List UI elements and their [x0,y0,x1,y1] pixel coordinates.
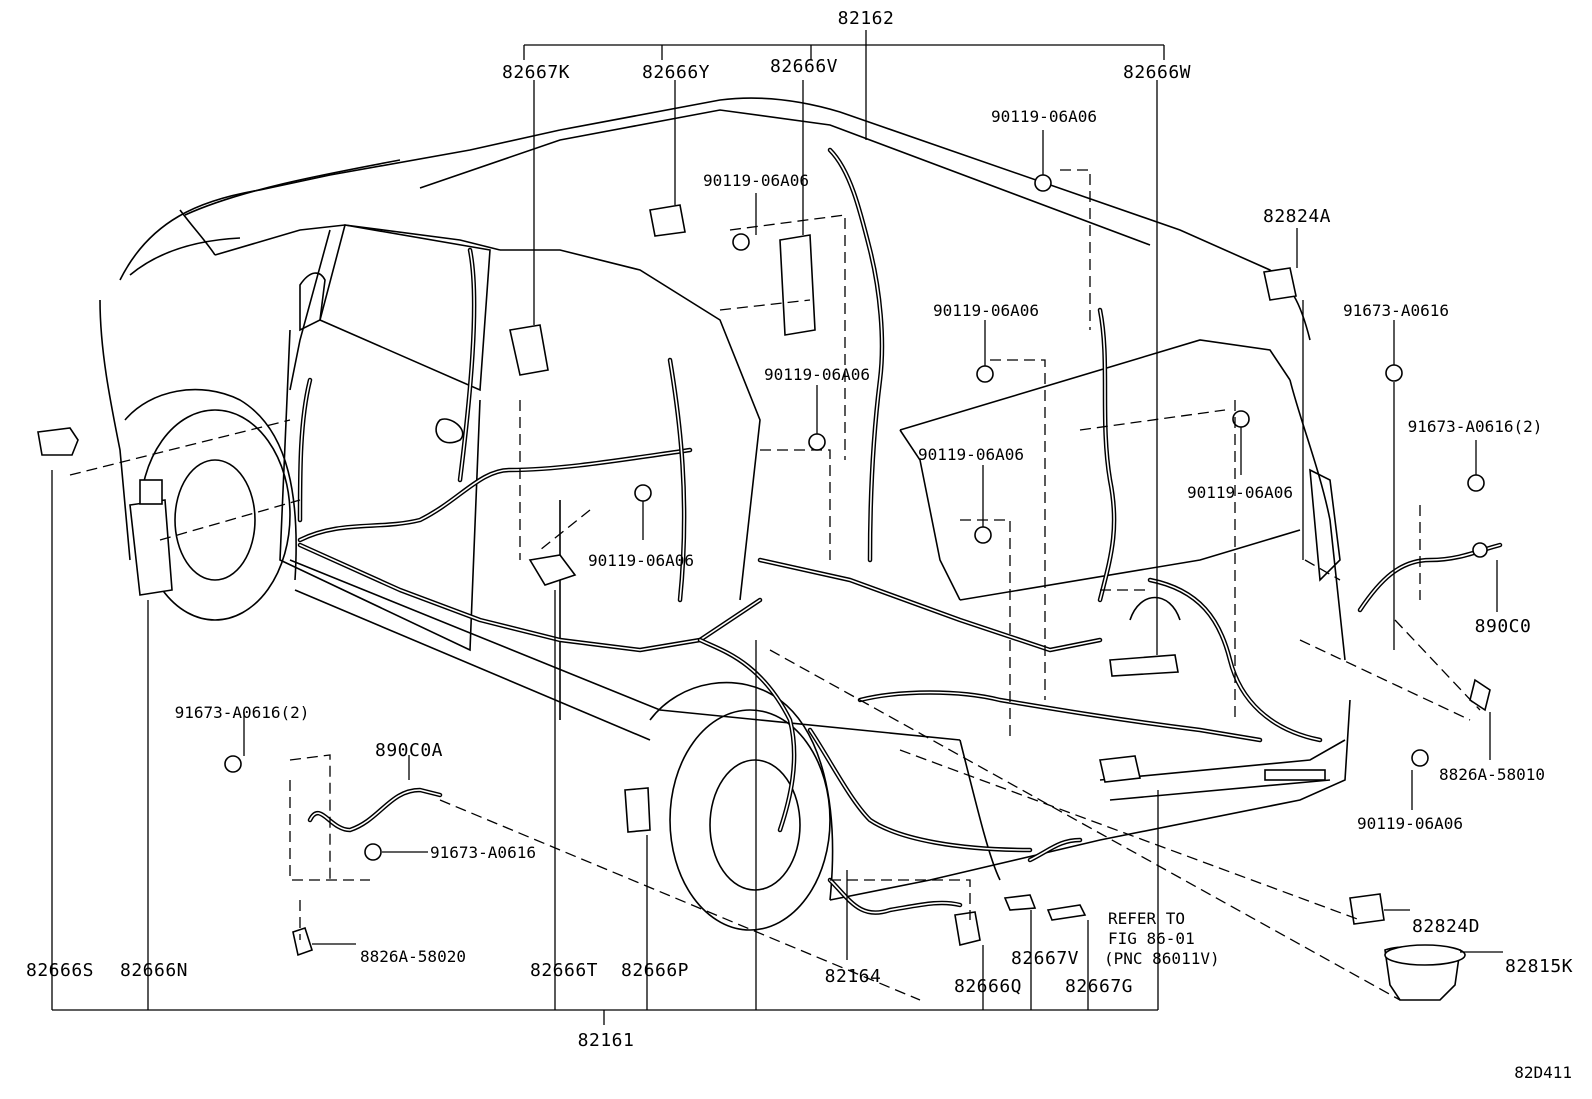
label-82162: 82162 [838,8,895,29]
label-bolt-rear-lower: 90119-06A06 [1357,814,1463,833]
label-bolt-rear: 90119-06A06 [1187,483,1293,502]
wire-harnesses [297,147,1503,915]
leader-lines [51,30,1503,1025]
label-82824D: 82824D [1412,916,1480,937]
label-890C0: 890C0 [1475,616,1532,637]
label-bolt-center: 90119-06A06 [764,365,870,384]
label-890C0A: 890C0A [375,740,443,761]
label-refer-line2: FIG 86-01 [1108,929,1195,948]
label-bolt-mid-right: 90119-06A06 [933,301,1039,320]
parts [37,174,1491,1001]
label-82666V: 82666V [770,56,838,77]
label-screw-91673-left: 91673-A0616 [430,843,536,862]
label-refer-line1: REFER TO [1108,909,1185,928]
label-refer-line3: (PNC 86011V) [1104,949,1220,968]
label-82666P: 82666P [621,960,689,981]
label-82824A: 82824A [1263,206,1331,227]
label-82666N: 82666N [120,960,188,981]
label-bolt-upper-mid: 90119-06A06 [703,171,809,190]
label-82815K: 82815K [1505,956,1573,977]
dashed-assembly-lines [69,169,1481,1001]
label-bolt-top-right: 90119-06A06 [991,107,1097,126]
label-8826A-58020: 8826A-58020 [360,947,466,966]
label-screw-91673-2-left: 91673-A0616(2) [175,703,310,722]
label-82164: 82164 [825,966,882,987]
vehicle-body-outline [99,97,1351,931]
label-bolt-floor: 90119-06A06 [588,551,694,570]
label-82667K: 82667K [502,62,570,83]
label-8826A-58010: 8826A-58010 [1439,765,1545,784]
label-screw-91673-2-right: 91673-A0616(2) [1408,417,1543,436]
part-labels: 82162 82667K 82666Y 82666V 82666W 90119-… [26,8,1573,1082]
bolt-icons [224,174,1485,861]
label-bolt-center-right: 90119-06A06 [918,445,1024,464]
label-82666T: 82666T [530,960,598,981]
label-82667G: 82667G [1065,976,1133,997]
label-82161: 82161 [578,1030,635,1051]
figure-id: 82D411 [1514,1063,1572,1082]
label-82666S: 82666S [26,960,94,981]
label-82666Y: 82666Y [642,62,710,83]
label-screw-91673-top: 91673-A0616 [1343,301,1449,320]
label-82666W: 82666W [1123,62,1191,83]
label-82666Q: 82666Q [954,976,1022,997]
label-82667V: 82667V [1011,948,1079,969]
